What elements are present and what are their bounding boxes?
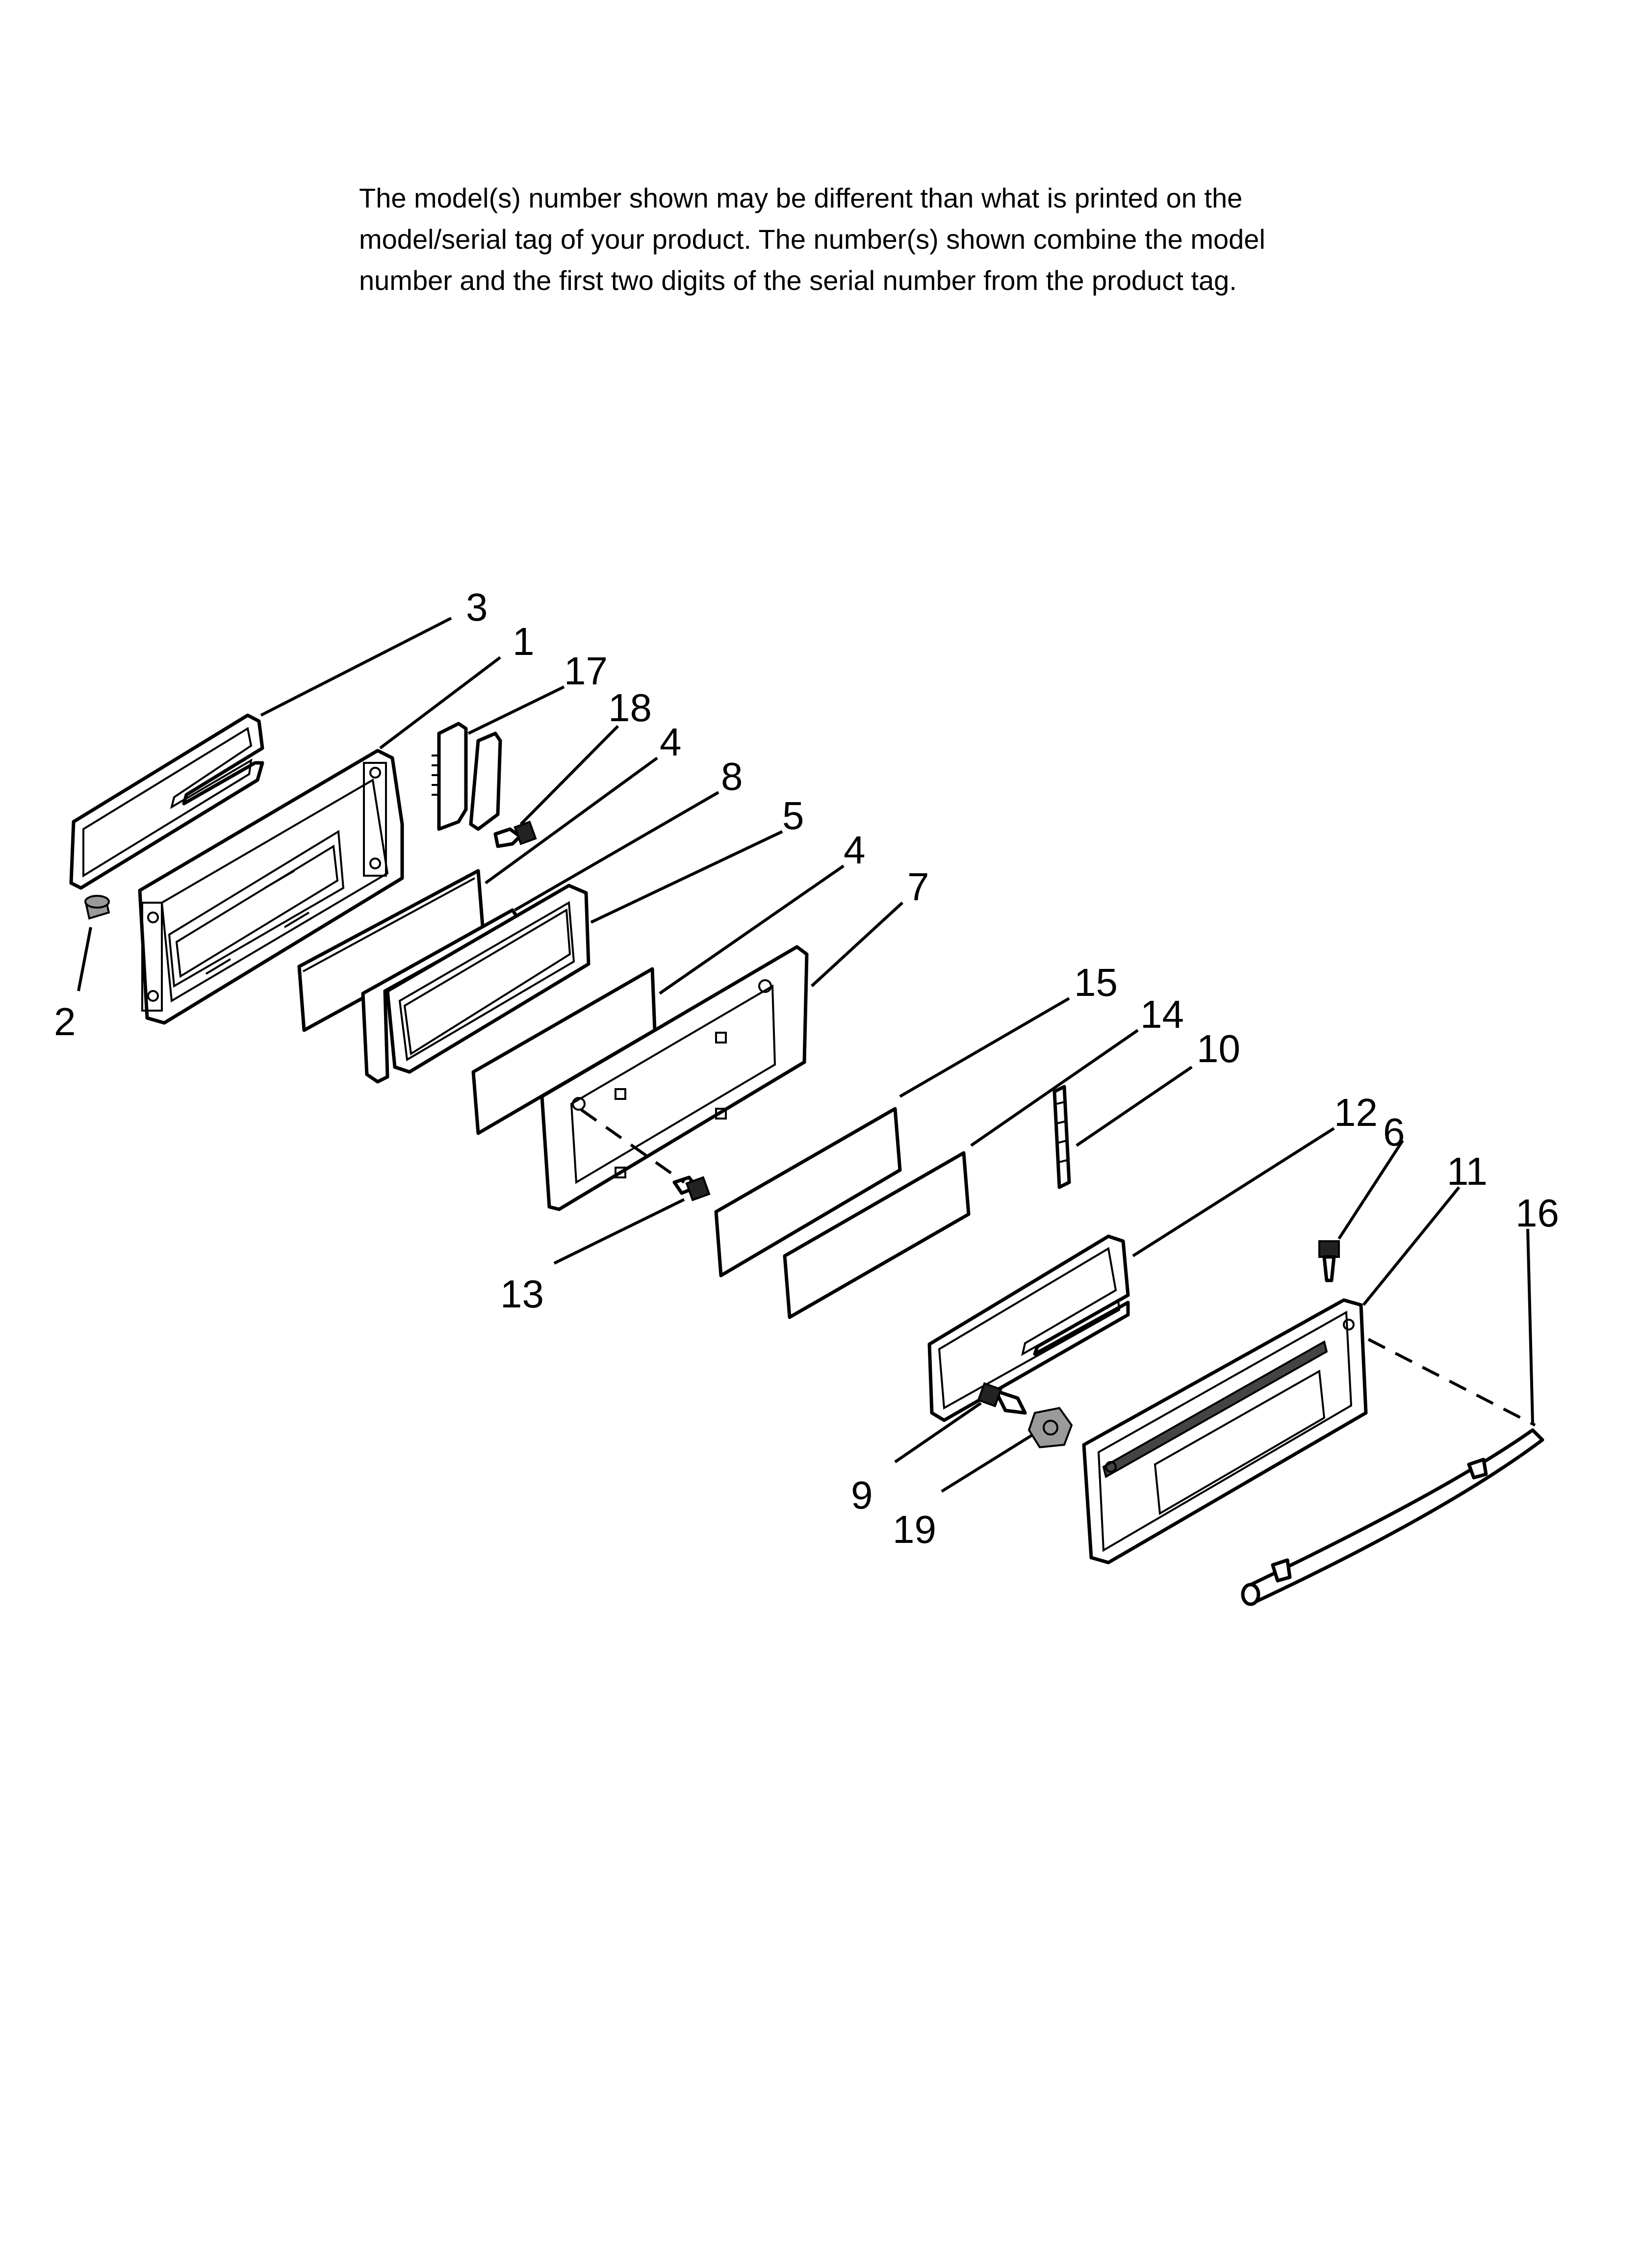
callout-7: 7 (907, 865, 929, 909)
callout-13: 13 (500, 1272, 544, 1316)
notice-line-2: model/serial tag of your product. The nu… (359, 224, 1265, 255)
part-1-inner-door-frame (138, 749, 404, 1025)
model-number-notice: The model(s) number shown may be differe… (359, 178, 1389, 301)
callout-10: 10 (1197, 1027, 1240, 1070)
leader-lines (77, 617, 1534, 1493)
part-9-screw (977, 1382, 1027, 1415)
part-12-outer-gasket (927, 1234, 1130, 1422)
callout-16: 16 (1515, 1191, 1559, 1235)
part-14-glass (783, 1151, 971, 1319)
callout-3: 3 (466, 585, 488, 629)
callout-6: 6 (1383, 1110, 1405, 1154)
part-18-screw (493, 820, 537, 848)
part-13-dash-line (580, 1108, 685, 1184)
callout-4-upper: 4 (660, 720, 682, 764)
callout-2: 2 (54, 1000, 76, 1043)
callout-12: 12 (1334, 1091, 1378, 1134)
part-8-retainer (361, 908, 519, 1084)
callout-11: 11 (1447, 1149, 1488, 1193)
part-19-nut (1027, 1407, 1073, 1449)
part-6-screw (1318, 1240, 1340, 1282)
callout-18: 18 (608, 686, 652, 730)
callout-4-lower: 4 (844, 828, 866, 872)
callout-9: 9 (851, 1473, 873, 1517)
part-16-handle (1241, 1428, 1544, 1606)
callout-15: 15 (1074, 961, 1118, 1004)
notice-line-3: number and the first two digits of the s… (359, 265, 1237, 296)
handle-dash-line (1367, 1338, 1536, 1427)
callout-19: 19 (893, 1508, 936, 1551)
callout-numbers: 3 1 17 18 4 8 5 4 7 2 15 14 10 12 6 11 1… (54, 585, 1559, 1551)
callout-8: 8 (721, 755, 743, 798)
callout-17: 17 (564, 649, 608, 693)
part-2-plug (84, 895, 110, 920)
callout-1: 1 (513, 620, 535, 663)
part-5-glass-frame (385, 884, 590, 1074)
callout-14: 14 (1140, 992, 1184, 1036)
notice-line-1: The model(s) number shown may be differe… (359, 182, 1243, 213)
part-7-door-liner (540, 945, 809, 1211)
part-15-glass (714, 1107, 902, 1277)
part-13-screw (672, 1175, 711, 1201)
part-17-hinge (432, 722, 502, 831)
part-11-outer-door (1082, 1298, 1368, 1564)
callout-5: 5 (782, 794, 804, 837)
part-10-bracket (1052, 1085, 1071, 1189)
part-3-door-gasket (69, 713, 264, 890)
